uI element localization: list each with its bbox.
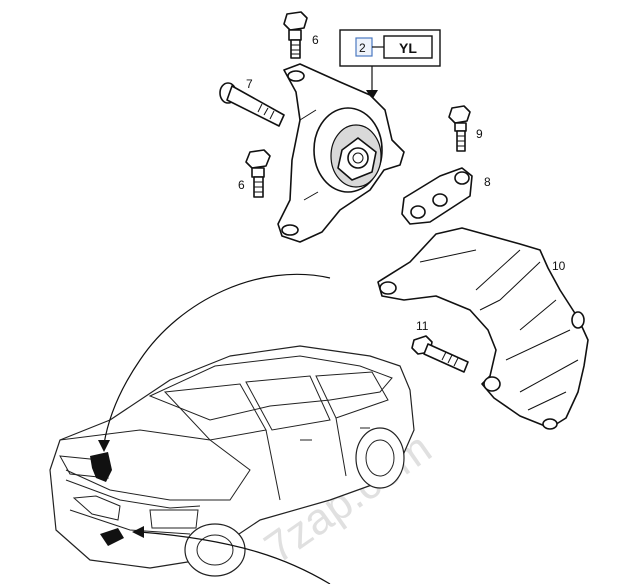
- lower-location-marker: [100, 528, 124, 546]
- engine-mount: [277, 63, 405, 243]
- bolt-7: [219, 82, 285, 127]
- callout-8: 8: [484, 175, 491, 189]
- code-box-code: YL: [399, 40, 417, 56]
- callout-6-left: 6: [238, 178, 245, 192]
- bracket-8: [401, 167, 473, 225]
- bracket-10: [377, 227, 589, 430]
- callout-10: 10: [552, 259, 566, 273]
- callout-7: 7: [246, 77, 253, 91]
- code-box: 2 YL: [339, 29, 441, 100]
- bolt-9: [448, 105, 471, 152]
- code-box-number: 2: [359, 41, 366, 55]
- leader-arrows: [98, 273, 331, 584]
- mount-location-marker: [90, 452, 112, 482]
- bolt-6-top: [283, 11, 308, 59]
- bolt-11: [411, 335, 469, 373]
- car-illustration: [49, 345, 415, 577]
- callout-9: 9: [476, 127, 483, 141]
- callout-11: 11: [416, 319, 429, 333]
- bolt-6-left: [245, 149, 271, 198]
- callout-6-top: 6: [312, 33, 319, 47]
